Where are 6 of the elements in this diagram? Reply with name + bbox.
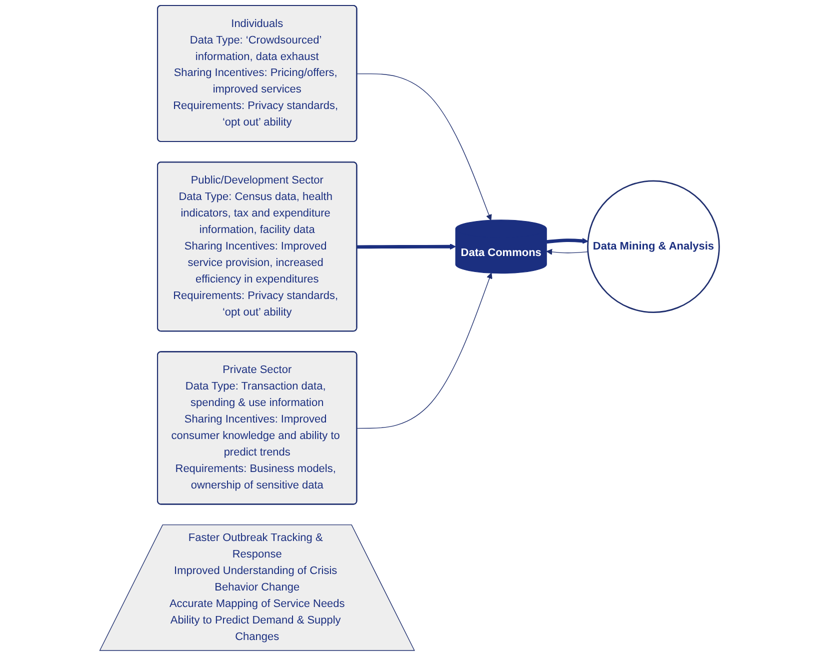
arrow <box>546 248 588 255</box>
node-circle: Data Mining & Analysis <box>587 180 720 313</box>
arrow <box>356 73 492 220</box>
arrow <box>357 244 456 250</box>
arrow <box>356 272 492 429</box>
arrow <box>546 238 588 244</box>
